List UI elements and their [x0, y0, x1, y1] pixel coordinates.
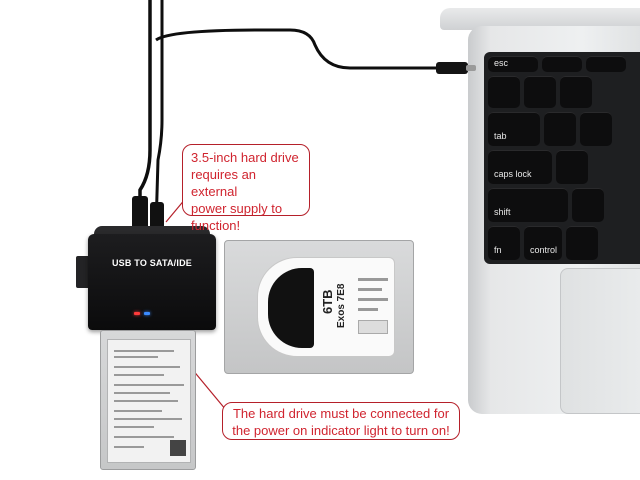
usb-plug	[150, 202, 164, 230]
ide-port	[76, 256, 90, 288]
drive-3-5-cert-icon	[358, 320, 388, 334]
key-fn: fn	[488, 226, 520, 260]
usb-c-plug	[436, 62, 468, 74]
key-caps-lock: caps lock	[488, 150, 552, 184]
callout-top-line-3: power supply to	[191, 201, 283, 216]
usb-c-tip	[466, 65, 476, 71]
callout-external-power: 3.5-inch hard drive requires an external…	[182, 144, 310, 233]
key-option	[566, 226, 598, 260]
drive-3-5-capacity: 6TB	[320, 289, 335, 314]
callout-top-line-4: function!	[191, 218, 241, 233]
key-z	[572, 188, 604, 222]
key-tab: tab	[488, 112, 540, 146]
key-shift: shift	[488, 188, 568, 222]
callout-power-indicator: The hard drive must be connected for the…	[222, 402, 460, 440]
key-f1	[542, 56, 582, 72]
callout-top-line-2: requires an external	[191, 167, 257, 199]
laptop-lid	[440, 8, 640, 30]
adapter-label: USB TO SATA/IDE	[111, 258, 192, 268]
drive-2-5-label	[107, 339, 191, 463]
key-f2	[586, 56, 626, 72]
key-2	[560, 76, 592, 108]
drive-2-5-qr-icon	[170, 440, 186, 456]
key-w	[580, 112, 612, 146]
drive-3-5-label: 6TB Exos 7E8	[257, 257, 395, 357]
key-a	[556, 150, 588, 184]
usb-sata-ide-adapter: USB TO SATA/IDE	[88, 234, 216, 330]
drive-3-5-model: Exos 7E8	[336, 283, 347, 328]
drive-3-5-black-panel	[268, 268, 314, 348]
key-backtick	[488, 76, 520, 108]
power-indicator-led-blue	[144, 312, 150, 315]
callout-top-line-1: 3.5-inch hard drive	[191, 150, 299, 165]
hard-drive-3-5-inch: 6TB Exos 7E8	[224, 240, 414, 374]
key-1	[524, 76, 556, 108]
power-plug	[132, 196, 148, 230]
laptop-keyboard: esc tab caps lock shift fn control	[484, 52, 640, 264]
key-control: control	[524, 226, 562, 260]
key-esc: esc	[488, 56, 538, 72]
power-indicator-led-red	[134, 312, 140, 315]
laptop-trackpad	[560, 268, 640, 414]
hard-drive-2-5-inch	[100, 330, 196, 470]
key-q	[544, 112, 576, 146]
callout-bottom-line-2: the power on indicator light to turn on!	[232, 423, 450, 438]
callout-bottom-line-1: The hard drive must be connected for	[232, 406, 450, 421]
